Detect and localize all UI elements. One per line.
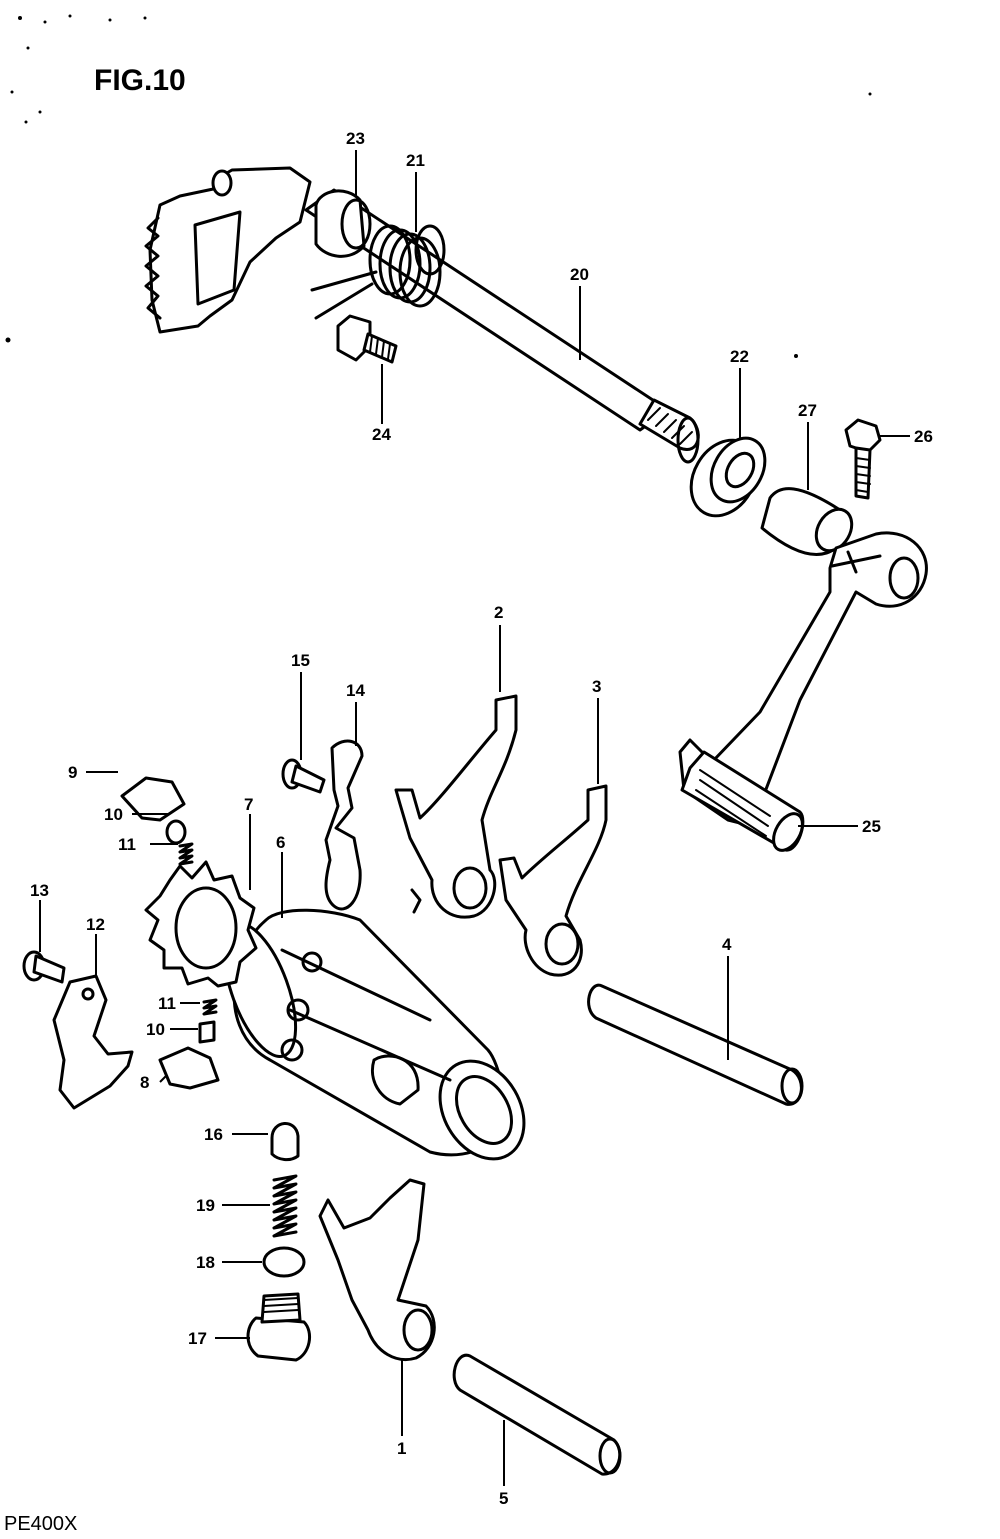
return-spring [310, 224, 446, 320]
callout-10-upper: 10 [104, 805, 123, 824]
callout-16: 16 [204, 1125, 223, 1144]
callout-4: 4 [722, 935, 732, 954]
callout-11-lower: 11 [158, 994, 176, 1013]
gear-shift-fork-1 [318, 1178, 436, 1361]
stopper-spring-lower [202, 998, 218, 1016]
callout-20: 20 [570, 265, 589, 284]
callout-6: 6 [276, 833, 285, 852]
callout-15: 15 [291, 651, 310, 670]
fork-shaft-5 [452, 1353, 622, 1476]
callout-2: 2 [494, 603, 503, 622]
callout-1: 1 [397, 1439, 406, 1458]
gear-shift-fork-3 [498, 784, 608, 977]
callout-9: 9 [68, 763, 77, 782]
callout-10-lower: 10 [146, 1020, 165, 1039]
scan-speckles [5, 14, 872, 358]
gear-shift-fork-2 [394, 694, 518, 919]
callout-5: 5 [499, 1489, 508, 1508]
lever-bolt [844, 418, 882, 500]
stopper-spring-upper [178, 842, 194, 866]
callout-25: 25 [862, 817, 881, 836]
stopper-pin-lower [198, 1020, 216, 1044]
callout-12: 12 [86, 915, 105, 934]
callout-27: 27 [798, 401, 817, 420]
cam-driven-gear [144, 860, 258, 988]
callout-14: 14 [346, 681, 365, 700]
callout-26: 26 [914, 427, 933, 446]
gear-shift-lever [678, 531, 928, 852]
stopper-bolt [336, 314, 398, 364]
gasket-ring [262, 1246, 306, 1278]
callout-23: 23 [346, 129, 365, 148]
plate-screw [22, 950, 66, 984]
figure-title: FIG.10 [94, 64, 186, 97]
oil-seal [689, 436, 767, 518]
cam-stopper-plate [52, 974, 134, 1110]
callout-8: 8 [140, 1073, 149, 1092]
callout-24: 24 [372, 425, 391, 444]
callout-3: 3 [592, 677, 601, 696]
plug-spring [272, 1174, 298, 1238]
callout-18: 18 [196, 1253, 215, 1272]
callout-11-upper: 11 [118, 835, 136, 854]
gear-shift-shaft-assembly [144, 166, 700, 464]
cam-stopper [120, 776, 186, 822]
stopper-pin-upper [165, 819, 187, 845]
guide-screw [281, 758, 326, 794]
cam-stopper-lower [158, 1046, 220, 1090]
callout-13: 13 [30, 881, 49, 900]
callout-7: 7 [244, 795, 253, 814]
callout-17: 17 [188, 1329, 207, 1348]
plug-pin [270, 1122, 300, 1162]
cam-guide [324, 739, 364, 911]
callout-21: 21 [406, 151, 425, 170]
plate-hole [81, 987, 95, 1001]
drain-plug [246, 1292, 312, 1362]
model-code: PE400X [4, 1513, 77, 1535]
callout-19: 19 [196, 1196, 215, 1215]
callout-22: 22 [730, 347, 749, 366]
callout-labels: 23 21 20 22 27 26 24 2 3 4 25 15 14 7 6 … [30, 129, 933, 1508]
leader-lines [39, 150, 910, 1486]
fork-shaft-4 [587, 983, 804, 1106]
